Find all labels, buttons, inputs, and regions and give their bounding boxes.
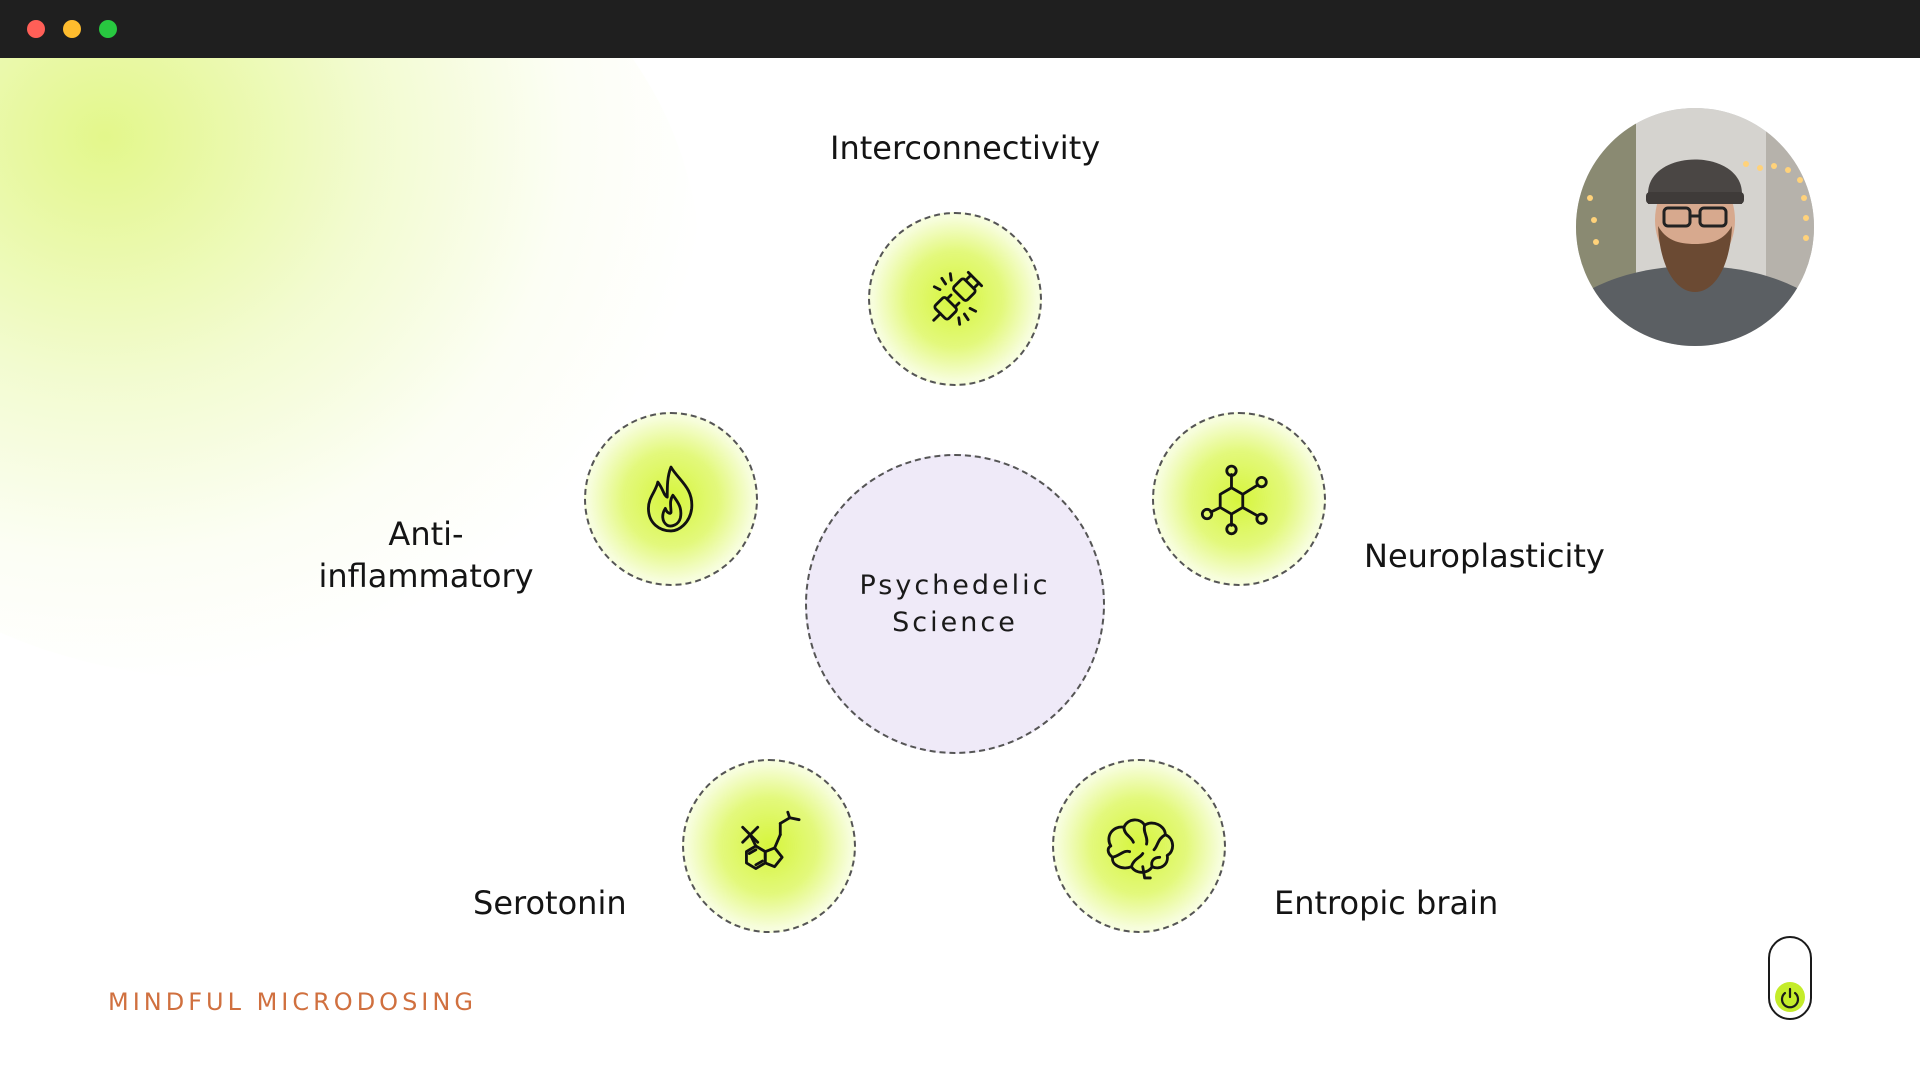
node-label-serotonin: Serotonin xyxy=(473,884,627,922)
node-serotonin xyxy=(682,759,856,933)
node-label-interconnectivity: Interconnectivity xyxy=(830,129,1101,167)
center-topic-circle: Psychedelic Science xyxy=(805,454,1105,754)
flame-icon xyxy=(647,465,694,533)
presenter-webcam-avatar xyxy=(1576,108,1814,346)
window-titlebar xyxy=(0,0,1920,58)
node-anti-inflammatory xyxy=(584,412,758,586)
close-window-button[interactable] xyxy=(27,20,45,38)
power-toggle-button[interactable] xyxy=(1768,936,1812,1020)
slide: Psychedelic Science Interconnectivity xyxy=(0,58,1920,1080)
power-toggle-icon xyxy=(1775,982,1805,1012)
brand-footer: MINDFUL MICRODOSING xyxy=(108,988,477,1016)
node-interconnectivity xyxy=(868,212,1042,386)
plug-connection-icon xyxy=(932,271,983,326)
minimize-window-button[interactable] xyxy=(63,20,81,38)
node-label-entropic-brain: Entropic brain xyxy=(1274,884,1499,922)
node-label-anti-inflammatory: Anti-inflammatory xyxy=(318,515,534,595)
serotonin-molecule-icon xyxy=(741,810,801,870)
brain-icon xyxy=(1106,818,1175,880)
node-entropic-brain xyxy=(1052,759,1226,933)
node-label-neuroplasticity: Neuroplasticity xyxy=(1364,537,1605,575)
center-topic-label: Psychedelic Science xyxy=(859,570,1051,638)
molecule-network-icon xyxy=(1200,464,1268,536)
node-neuroplasticity xyxy=(1152,412,1326,586)
maximize-window-button[interactable] xyxy=(99,20,117,38)
